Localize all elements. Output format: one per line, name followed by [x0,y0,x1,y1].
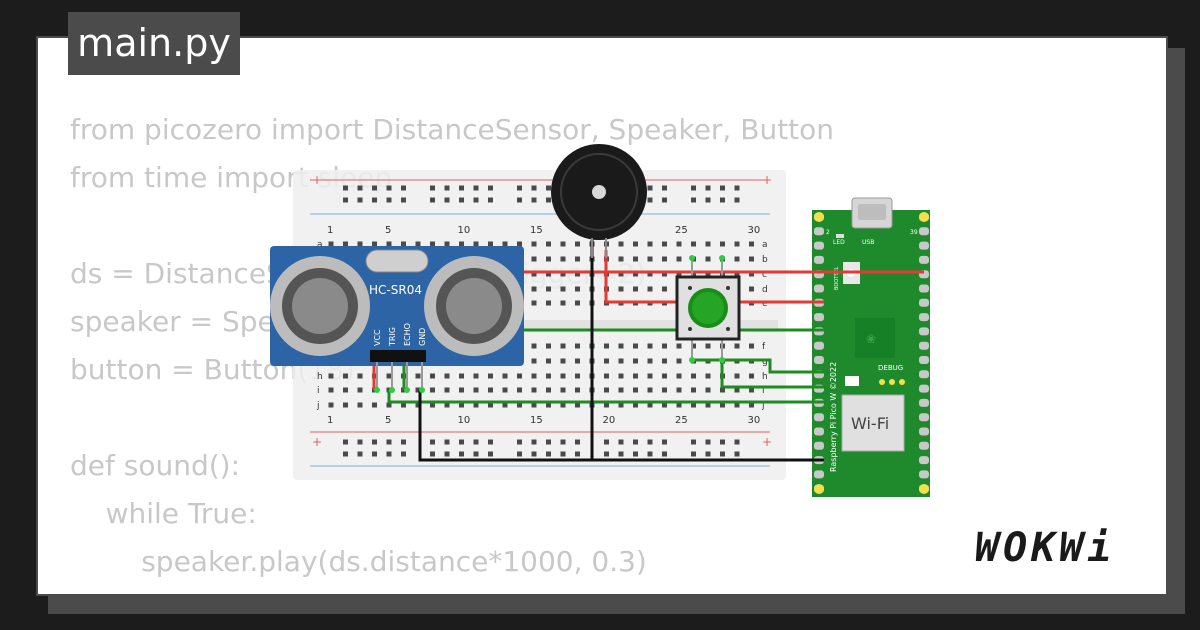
pico-pin-2-label: 2 [826,229,830,236]
sensor-pin-label: VCC [373,329,382,346]
raspberry-icon: ❀ [866,332,876,346]
breadboard-column-label: 20 [603,415,616,426]
breadboard-row-label: h [317,372,323,382]
svg-text:+: + [762,173,772,187]
breadboard-column-label: 15 [530,415,543,426]
code-line: speaker.play(ds.distance*1000, 0.3) [70,545,647,578]
breadboard-row-label: i [317,386,320,396]
code-line: from time import sleep [70,161,393,194]
pico-debug-label: DEBUG [878,364,903,372]
pico-usb-label: USB [862,239,874,246]
sensor-pin-label: GND [418,328,427,346]
svg-text:+: + [762,435,772,449]
breadboard-row-label: f [762,342,766,352]
buzzer[interactable] [551,144,647,258]
breadboard-row-label: c [762,270,767,280]
sensor-pin-label: TRIG [388,327,397,347]
code-line: sleep(0.5) [70,593,282,594]
breadboard-row-label: d [762,285,768,295]
pico-wifi-label: Wi-Fi [851,414,889,433]
svg-text:+: + [312,435,322,449]
sensor-pin-label: ECHO [403,323,412,346]
breadboard-column-label: 5 [385,415,391,426]
sensor-label: HC-SR04 [369,283,422,297]
ultrasonic-sensor[interactable]: HC-SR04 VCC TRIG ECHO GND [270,246,524,393]
breadboard-column-label: 1 [327,225,333,236]
breadboard-column-label: 15 [530,225,543,236]
breadboard-row-label: j [316,401,320,411]
breadboard-row-label: h [762,372,768,382]
breadboard-column-label: 30 [748,225,761,236]
breadboard-row-label: a [762,240,768,250]
breadboard-column-label: 25 [675,415,688,426]
pico-board[interactable]: 2 39 LED USB BOOTSEL ❀ DEBUG Wi-Fi Raspb… [812,197,930,497]
pico-pin-39-label: 39 [910,229,918,236]
pico-led-label: LED [833,239,845,246]
breadboard-row-label: i [762,386,765,396]
push-button[interactable] [675,255,741,363]
code-line: from picozero import DistanceSensor, Spe… [70,113,835,146]
wokwi-logo[interactable]: WOKWi [975,525,1116,571]
breadboard-column-label: 30 [748,415,761,426]
pico-bootsel-label: BOOTSEL [834,266,840,290]
breadboard-column-label: 10 [458,415,471,426]
breadboard-row-label: b [762,255,768,265]
svg-text:+: + [312,173,322,187]
file-tab[interactable]: main.py [68,12,240,75]
breadboard-row-label: g [762,357,768,367]
breadboard-row-label: a [317,240,323,250]
breadboard-row-label: j [761,401,765,411]
breadboard-column-label: 5 [385,225,391,236]
breadboard-column-label: 25 [675,225,688,236]
code-line: def sound(): [70,449,241,482]
breadboard-column-label: 1 [327,415,333,426]
pico-board-text: Raspberry Pi Pico W ©2022 [829,362,838,472]
code-line: while True: [70,497,257,530]
breadboard-column-label: 10 [458,225,471,236]
breadboard-row-label: e [762,299,768,309]
